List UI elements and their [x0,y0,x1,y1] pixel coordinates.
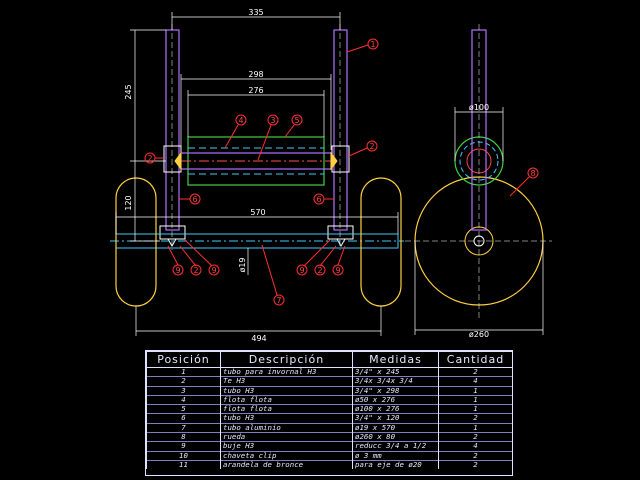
cell-cantidad: 1 [438,422,513,433]
cell-posicion: 11 [146,459,221,470]
cell-medidas: ø100 x 276 [352,404,439,414]
tube-item-1 [165,29,348,231]
cell-medidas: 3/4" x 120 [352,413,439,424]
cell-descripcion: flota flota [220,404,353,414]
balloon-8: 8 [530,169,535,178]
dim-494: 494 [251,334,266,343]
cell-cantidad: 2 [438,432,513,442]
cell-posicion: 6 [146,413,221,424]
dim-245: 245 [124,84,133,99]
dim-260: ø260 [469,330,489,339]
cell-descripcion: tubo aluminio [220,422,353,433]
cell-descripcion: chaveta clip [220,450,353,461]
cell-descripcion: arandela de bronce [220,459,353,470]
cell-cantidad: 2 [438,413,513,424]
cell-posicion: 9 [146,441,221,452]
cell-medidas: reducc 3/4 a 1/2 [352,441,439,452]
dim-19: ø19 [238,257,247,272]
balloon-3: 3 [270,116,275,125]
cell-cantidad: 2 [438,459,513,470]
cell-descripcion: Te H3 [220,376,353,387]
cell-descripcion: flota flota [220,394,353,405]
cell-medidas: para eje de ø20 [352,459,439,470]
cell-cantidad: 2 [438,366,513,377]
dim-120: 120 [124,195,133,210]
balloon-1: 1 [370,40,375,49]
dim-570: 570 [250,208,265,217]
cell-medidas: ø 3 mm [352,450,439,461]
balloon-9b: 9 [211,266,216,275]
balloon-2d: 2 [317,266,322,275]
cell-cantidad: 1 [438,404,513,414]
balloon-6b: 6 [316,195,321,204]
front-dimensions [115,12,399,336]
cell-cantidad: 1 [438,385,513,396]
dim-298: 298 [248,70,263,79]
cell-posicion: 5 [146,404,221,414]
balloon-5: 5 [294,116,299,125]
cell-medidas: ø260 x 80 [352,432,439,442]
wheel-front-view [115,177,402,307]
front-view [110,24,404,307]
header-cantidad: Cantidad [438,351,513,368]
header-posicion: Posición [146,351,221,368]
balloon-4: 4 [238,116,243,125]
cell-posicion: 7 [146,422,221,433]
balloon-7: 7 [276,296,281,305]
callouts: 1 2 2 3 4 5 6 6 7 8 9 2 9 [144,38,539,306]
cell-posicion: 3 [146,385,221,396]
cell-cantidad: 2 [438,450,513,461]
dim-276: 276 [248,86,263,95]
balloon-9c: 9 [299,266,304,275]
cell-descripcion: tubo para invornal H3 [220,366,353,377]
cell-descripcion: rueda [220,432,353,442]
balloon-2b: 2 [369,142,374,151]
cell-posicion: 2 [146,376,221,387]
cell-posicion: 10 [146,450,221,461]
cell-cantidad: 1 [438,394,513,405]
cell-cantidad: 4 [438,376,513,387]
cell-medidas: ø50 x 276 [352,394,439,405]
cell-medidas: 3/4x 3/4x 3/4 [352,376,439,387]
cell-descripcion: buje H3 [220,441,353,452]
balloon-2a: 2 [147,154,152,163]
cell-medidas: 3/4" x 298 [352,385,439,396]
balloon-2c: 2 [193,266,198,275]
float-item-4 [174,147,338,175]
balloon-9a: 9 [175,266,180,275]
balloon-6a: 6 [192,195,197,204]
header-descripcion: Descripción [220,351,353,368]
header-medidas: Medidas [352,351,439,368]
cell-descripcion: tubo H3 [220,385,353,396]
cell-posicion: 8 [146,432,221,442]
dim-335: 335 [248,8,263,17]
cell-medidas: 3/4" x 245 [352,366,439,377]
cell-medidas: ø19 x 570 [352,422,439,433]
cell-descripcion: tubo H3 [220,413,353,424]
balloon-9d: 9 [335,266,340,275]
cell-posicion: 4 [146,394,221,405]
cell-posicion: 1 [146,366,221,377]
dim-100: ø100 [469,103,489,112]
cell-cantidad: 4 [438,441,513,452]
